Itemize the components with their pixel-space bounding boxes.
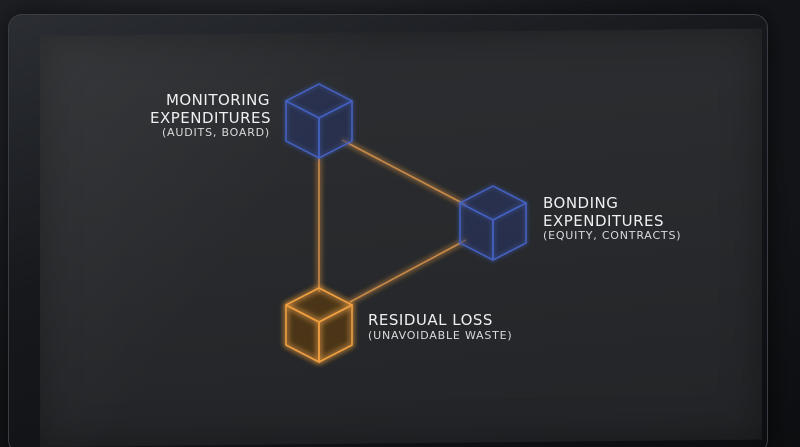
bonding-subtitle: (EQUITY, CONTRACTS)	[543, 229, 682, 243]
connector-monitoring-bonding	[341, 139, 467, 206]
bonding-expenditures-label: BONDING EXPENDITURES (EQUITY, CONTRACTS)	[543, 194, 713, 243]
residual-loss-label: RESIDUAL LOSS (UNAVOIDABLE WASTE)	[368, 311, 548, 343]
cube-icon	[285, 83, 353, 159]
monitoring-subtitle: (AUDITS, BOARD)	[161, 126, 270, 140]
bonding-title-line2: EXPENDITURES	[543, 211, 665, 230]
bonding-title-line1: BONDING	[543, 194, 619, 212]
residual-title: RESIDUAL LOSS	[368, 311, 493, 329]
monitoring-title-line1: MONITORING	[165, 91, 270, 109]
residual-subtitle: (UNAVOIDABLE WASTE)	[368, 328, 513, 342]
connector-bonding-residual	[349, 239, 467, 303]
monitoring-title-line2: EXPENDITURES	[150, 108, 272, 127]
monitoring-expenditures-label: MONITORING EXPENDITURES (AUDITS, BOARD)	[150, 91, 272, 140]
cube-icon	[459, 185, 527, 261]
connectors	[318, 139, 467, 303]
cube-icon	[285, 287, 353, 363]
